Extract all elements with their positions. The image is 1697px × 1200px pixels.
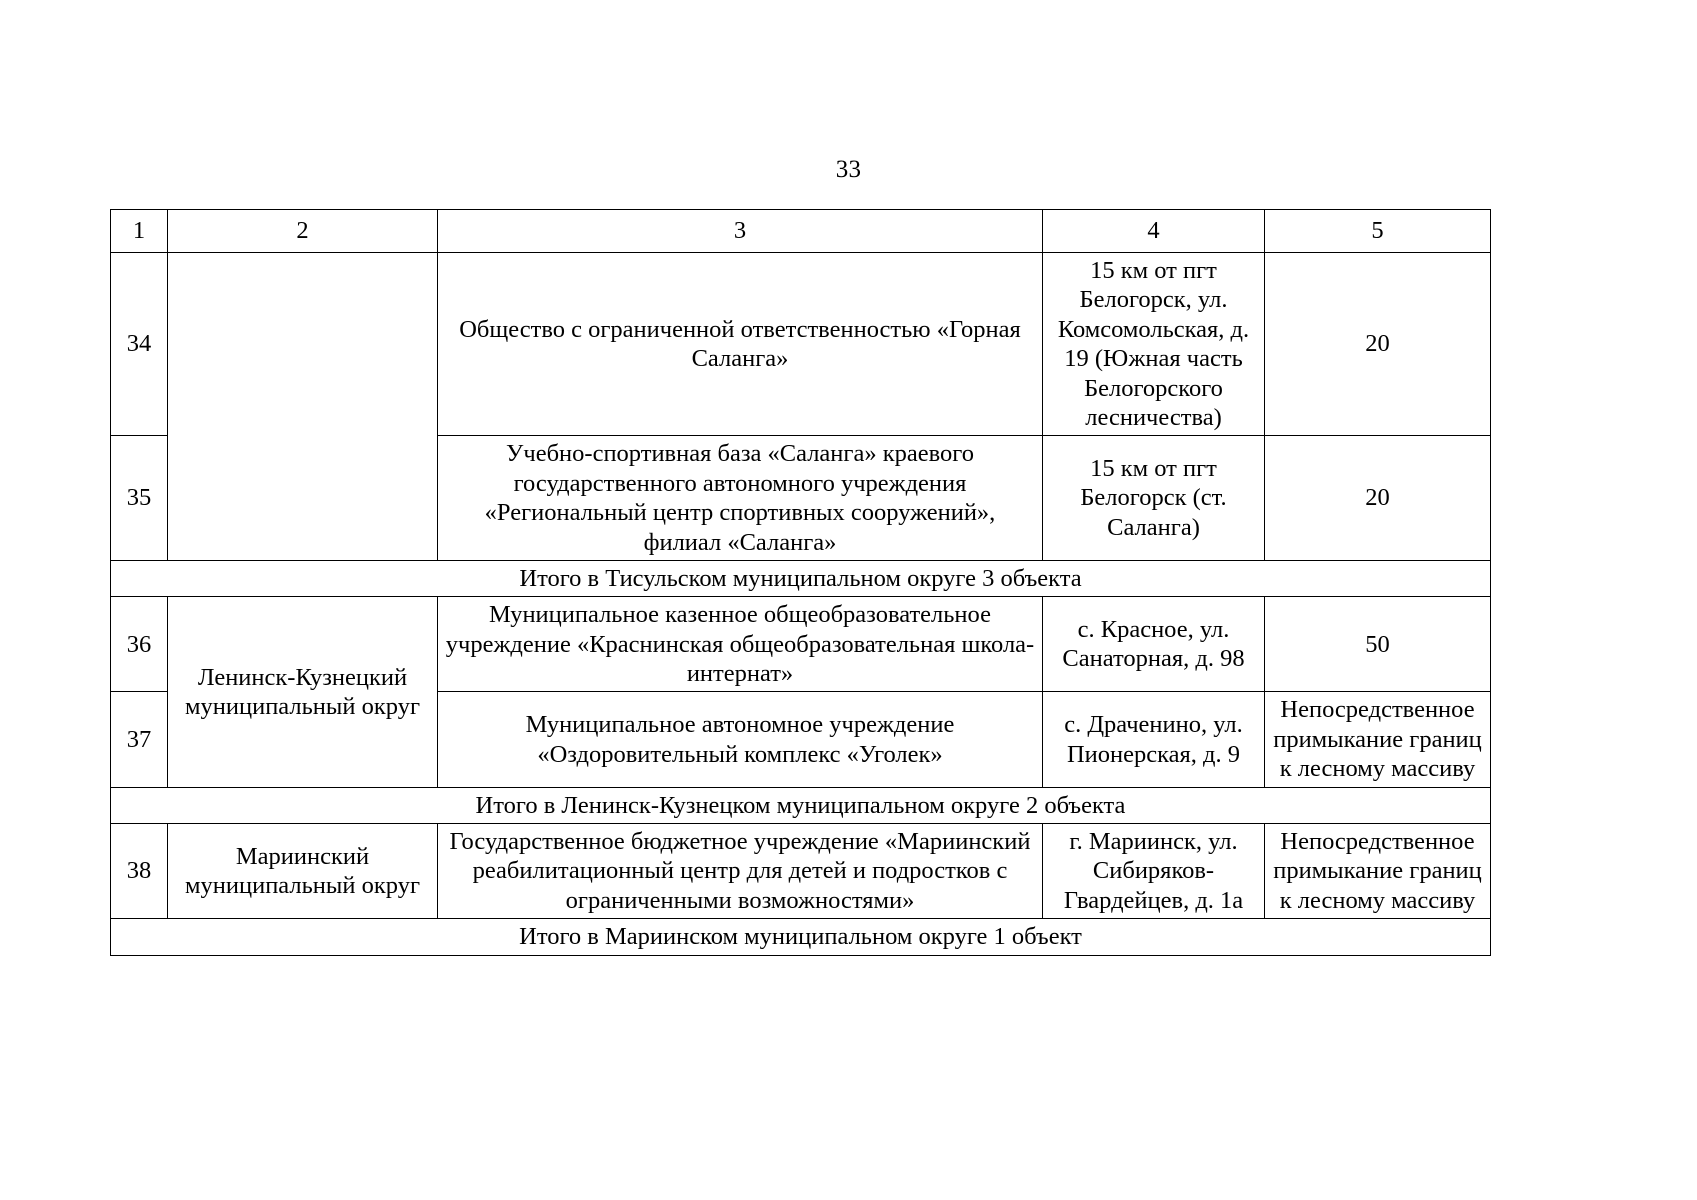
facilities-table-container: 1 2 3 4 5 34 Общество с ограниченной отв…	[110, 209, 1491, 956]
row-number: 36	[110, 596, 168, 693]
location-address: 15 км от пгт Белогорск, ул. Комсомольска…	[1042, 251, 1265, 437]
location-address: с. Красное, ул. Санаторная, д. 98	[1042, 596, 1265, 693]
page-number: 33	[835, 156, 862, 183]
column-header-1: 1	[110, 209, 168, 253]
location-address: 15 км от пгт Белогорск (ст. Саланга)	[1042, 435, 1265, 561]
row-number: 35	[110, 435, 168, 561]
organization-name: Муниципальное автономное учреждение «Озд…	[437, 691, 1043, 788]
column-header-3: 3	[437, 209, 1043, 253]
table-header-row: 1 2 3 4 5	[110, 209, 1491, 253]
distance-value: 50	[1264, 596, 1491, 693]
table-total-row: Итого в Мариинском муниципальном округе …	[110, 918, 1491, 956]
district-total-text: Итого в Мариинском муниципальном округе …	[110, 918, 1491, 956]
column-header-5: 5	[1264, 209, 1491, 253]
organization-name: Общество с ограниченной ответственностью…	[437, 251, 1043, 437]
row-number: 34	[110, 251, 168, 437]
organization-name: Учебно-спортивная база «Саланга» краевог…	[437, 435, 1043, 561]
district-name	[167, 252, 438, 561]
district-name: Мариинский муниципальный округ	[167, 823, 438, 920]
table-row: 34 Общество с ограниченной ответственнос…	[110, 251, 1491, 561]
location-address: г. Мариинск, ул. Сибиряков-Гвардейцев, д…	[1042, 823, 1265, 920]
organization-name: Государственное бюджетное учреждение «Ма…	[437, 823, 1043, 920]
distance-value: 20	[1264, 435, 1491, 561]
distance-value: Непосредственное примыкание границ к лес…	[1264, 823, 1491, 920]
district-total-text: Итого в Ленинск-Кузнецком муниципальном …	[110, 786, 1491, 825]
organization-name: Муниципальное казенное общеобразовательн…	[437, 596, 1043, 693]
table-total-row: Итого в Тисульском муниципальном округе …	[110, 559, 1491, 598]
distance-value: Непосредственное примыкание границ к лес…	[1264, 691, 1491, 788]
location-address: с. Драченино, ул. Пионерская, д. 9	[1042, 691, 1265, 788]
table-row: 35 Учебно-спортивная база «Саланга» крае…	[110, 435, 1491, 561]
facilities-table: 1 2 3 4 5 34 Общество с ограниченной отв…	[110, 209, 1491, 956]
district-total-text: Итого в Тисульском муниципальном округе …	[110, 559, 1491, 598]
district-name: Ленинск-Кузнецкий муниципальный округ	[167, 596, 438, 788]
table-row: 36 Ленинск-Кузнецкий муниципальный округ…	[110, 596, 1491, 788]
table-total-row: Итого в Ленинск-Кузнецком муниципальном …	[110, 786, 1491, 825]
table-row: 38 Мариинский муниципальный округ Госуда…	[110, 823, 1491, 920]
distance-value: 20	[1264, 251, 1491, 437]
column-header-2: 2	[167, 209, 438, 253]
table-row: 37 Муниципальное автономное учреждение «…	[110, 691, 1491, 788]
column-header-4: 4	[1042, 209, 1265, 253]
row-number: 37	[110, 691, 168, 788]
row-number: 38	[110, 823, 168, 920]
